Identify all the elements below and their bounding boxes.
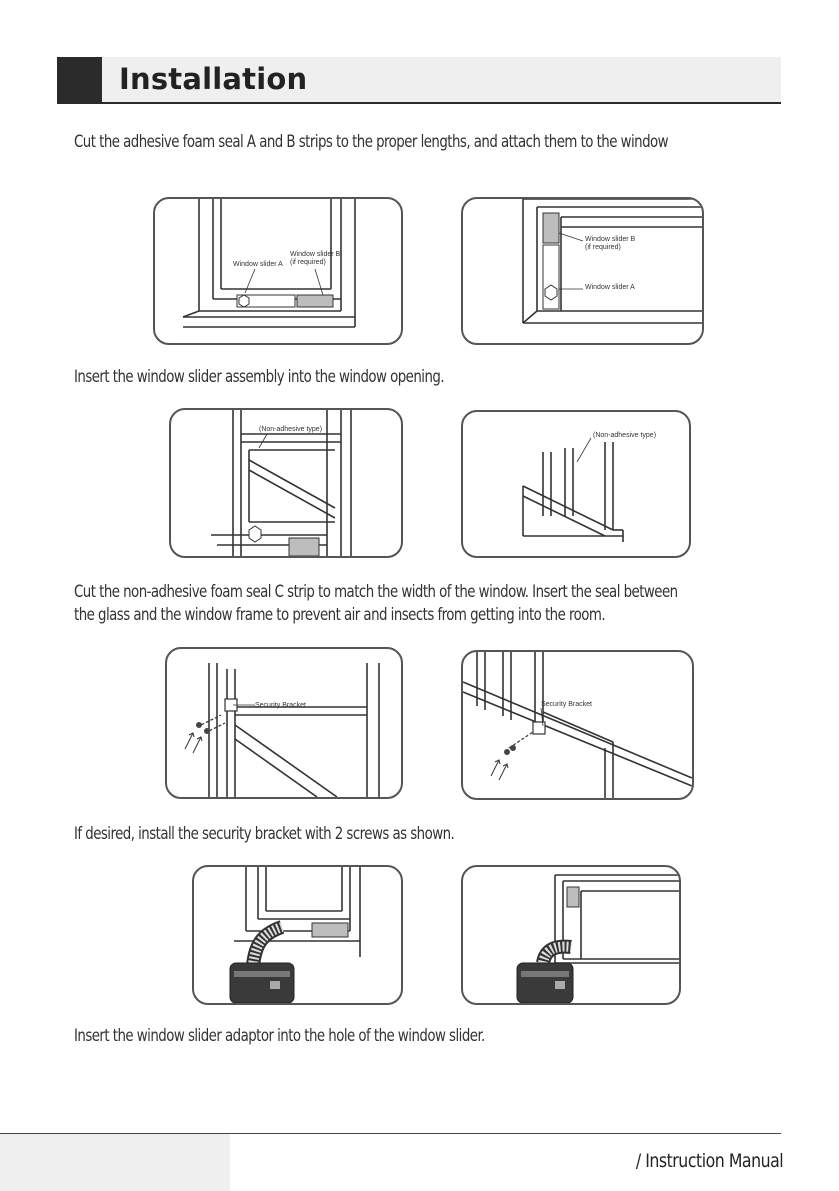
label-window-slider-b: Window slider B: [585, 236, 636, 243]
figure-adaptor-right: [461, 865, 681, 1005]
label-non-adhesive: (Non-adhesive type): [259, 426, 322, 433]
figure-non-adhesive-left: (Non-adhesive type): [169, 408, 403, 558]
label-window-slider-a: Window slider A: [585, 284, 635, 291]
footer-divider: [0, 1133, 781, 1134]
step-1-text: Cut the adhesive foam seal A and B strip…: [74, 132, 669, 151]
label-security-bracket: Security Bracket: [255, 702, 306, 709]
header-accent-block: [57, 57, 102, 102]
step-3-text-line-1: Cut the non-adhesive foam seal C strip t…: [74, 582, 678, 601]
label-if-required: (if required): [585, 244, 621, 251]
figure-adaptor-left: [192, 865, 403, 1005]
step-5-text: Insert the window slider adaptor into th…: [74, 1026, 485, 1045]
section-header: Installation: [57, 57, 781, 104]
figure-security-bracket-left: Security Bracket: [165, 647, 403, 799]
footer-manual-title: / Instruction Manual: [635, 1150, 784, 1172]
label-security-bracket: Security Bracket: [541, 701, 592, 708]
figure-security-bracket-right: Security Bracket: [461, 650, 694, 800]
step-2-text: Insert the window slider assembly into t…: [74, 367, 445, 386]
label-window-slider-a: Window slider A: [233, 261, 283, 268]
figure-window-sliders-right: Window slider B (if required) Window sli…: [461, 197, 704, 345]
figure-non-adhesive-right: (Non-adhesive type): [461, 410, 691, 558]
step-3-text-line-2: the glass and the window frame to preven…: [74, 605, 606, 624]
page-title: Installation: [119, 62, 308, 96]
label-window-slider-b: Window slider B: [290, 251, 341, 258]
figure-window-sliders-left: Window slider A Window slider B (if requ…: [153, 197, 403, 345]
label-if-required: (if required): [290, 259, 326, 266]
step-4-text: If desired, install the security bracket…: [74, 824, 455, 843]
label-non-adhesive: (Non-adhesive type): [593, 432, 656, 439]
footer-gray-block: [0, 1134, 230, 1191]
